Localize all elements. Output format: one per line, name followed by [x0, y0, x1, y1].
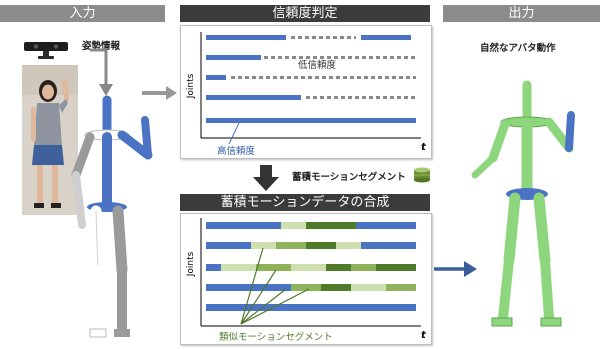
input-header: 入力 [0, 5, 165, 22]
synthesis-y-axis-label: Joints [186, 251, 196, 277]
reliability-chart-panel: Joints t 低信頼度 高信頼度 [180, 25, 432, 159]
database-icon [413, 167, 431, 183]
low-reliability-label: 低信頼度 [298, 59, 337, 71]
joint-row-5 [206, 118, 416, 123]
reliability-chart: Joints t 低信頼度 高信頼度 [186, 32, 427, 157]
output-header: 出力 [443, 5, 600, 22]
joint-row-2 [206, 55, 416, 60]
synth-row-4 [206, 284, 416, 291]
output-avatar [465, 80, 595, 342]
pose-info-label: 姿勢情報 [82, 41, 121, 52]
synth-row-1 [206, 222, 416, 229]
input-skeleton [60, 95, 170, 345]
joint-row-1 [206, 35, 411, 40]
synthesis-header: 蓄積モーションデータの合成 [180, 194, 430, 211]
person-photo [22, 65, 78, 215]
reliability-header: 信頼度判定 [180, 5, 430, 22]
sensor-to-skeleton-arrow [88, 48, 118, 98]
synthesis-x-axis-label: t [421, 330, 427, 341]
reliability-to-synthesis-arrow [252, 164, 280, 192]
joint-row-3 [206, 75, 416, 80]
synthesis-chart-panel: Joints t [180, 213, 432, 345]
reliability-x-axis-label: t [421, 142, 427, 153]
joint-row-4 [206, 95, 416, 100]
high-reliability-label: 高信頼度 [217, 145, 256, 157]
synthesis-chart: Joints t [186, 218, 427, 343]
kinect-sensor-icon [22, 40, 70, 60]
stored-segment-label: 蓄積モーションセグメント [292, 172, 406, 183]
synth-row-5 [206, 304, 416, 311]
similar-segment-label: 類似モーションセグメント [219, 331, 333, 343]
synth-row-2 [206, 242, 416, 249]
reliability-y-axis-label: Joints [186, 73, 196, 99]
input-to-reliability-arrow [140, 83, 178, 103]
synthesis-to-output-arrow [432, 258, 478, 280]
natural-avatar-label: 自然なアバタ動作 [480, 43, 556, 54]
synth-row-3 [206, 264, 416, 271]
